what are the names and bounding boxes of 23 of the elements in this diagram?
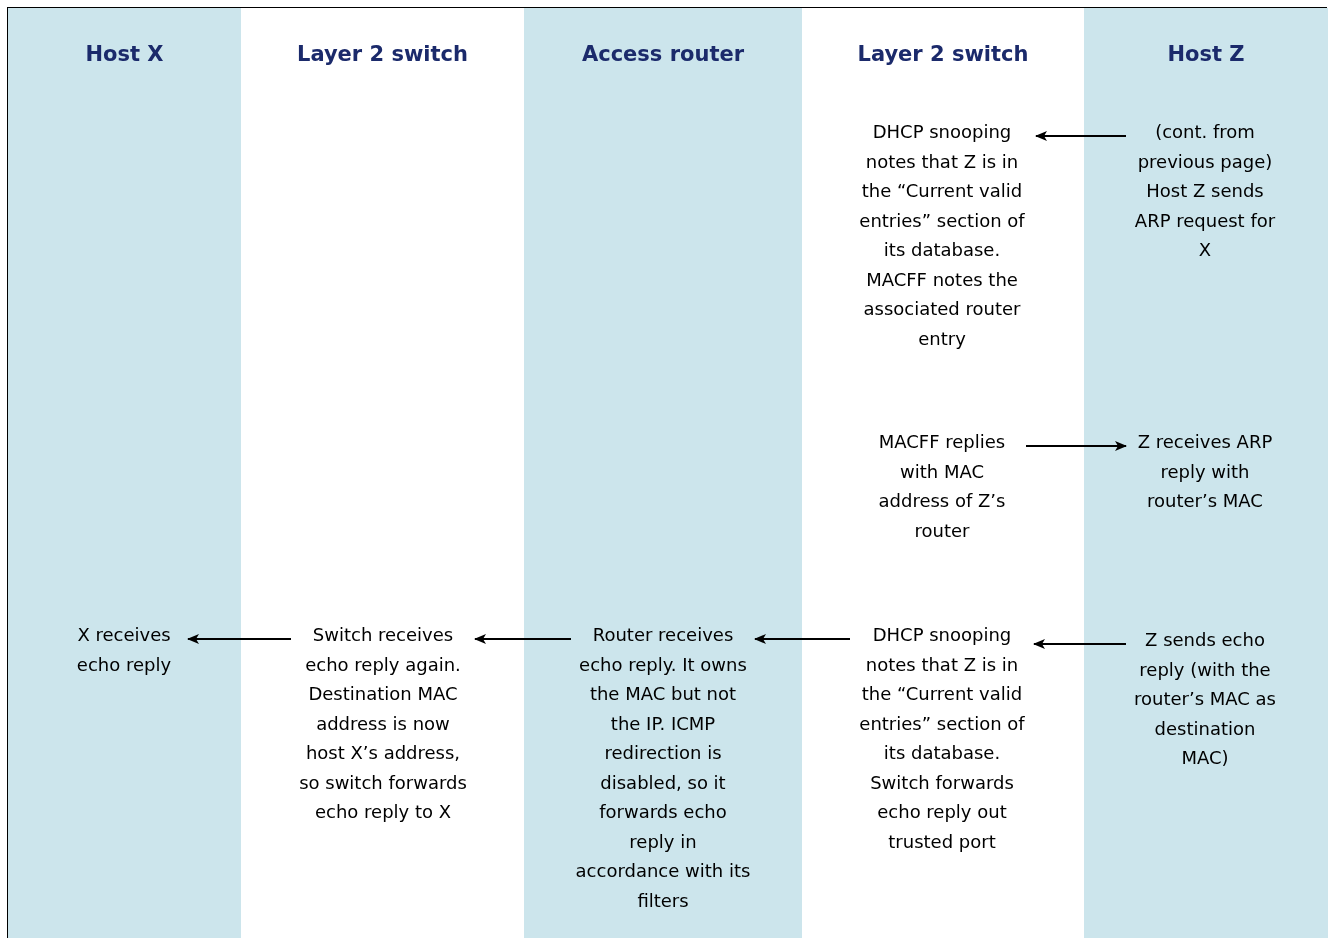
step-text: DHCP snooping notes that Z is in the “Current valid entries” section of its database. Switch forwards echo reply out trusted port	[854, 620, 1030, 856]
arrow	[187, 634, 292, 644]
lane-heading: Host X	[84, 42, 165, 66]
lane-heading: Layer 2 switch	[856, 42, 1030, 66]
swimlane	[524, 8, 802, 938]
lane-heading: Layer 2 switch	[296, 42, 469, 66]
step-text: Z sends echo reply (with the router’s MAC as destination MAC)	[1130, 625, 1280, 773]
step-text: (cont. from previous page) Host Z sends ARP request for X	[1130, 117, 1280, 265]
arrow	[1025, 441, 1127, 451]
step-text: Router receives echo reply. It owns the MAC but not the IP. ICMP redirection is disabled, so it forwards echo reply in accordance with its filters	[575, 620, 751, 915]
step-text: MACFF replies with MAC address of Z’s router	[862, 427, 1022, 545]
step-text: Switch receives echo reply again. Destination MAC address is now host X’s address, so switch forwards echo reply to X	[295, 620, 471, 827]
lane-heading: Access router	[580, 42, 746, 66]
swimlane	[8, 8, 241, 938]
arrow	[754, 634, 851, 644]
swimlane	[1084, 8, 1328, 938]
arrow	[1033, 639, 1127, 649]
step-text: X receives echo reply	[64, 620, 184, 679]
arrow	[1035, 131, 1127, 141]
arrow	[474, 634, 572, 644]
lane-heading: Host Z	[1166, 42, 1246, 66]
step-text: DHCP snooping notes that Z is in the “Current valid entries” section of its database. MACFF notes the associated router entry	[852, 117, 1032, 353]
step-text: Z receives ARP reply with router’s MAC	[1130, 427, 1280, 516]
